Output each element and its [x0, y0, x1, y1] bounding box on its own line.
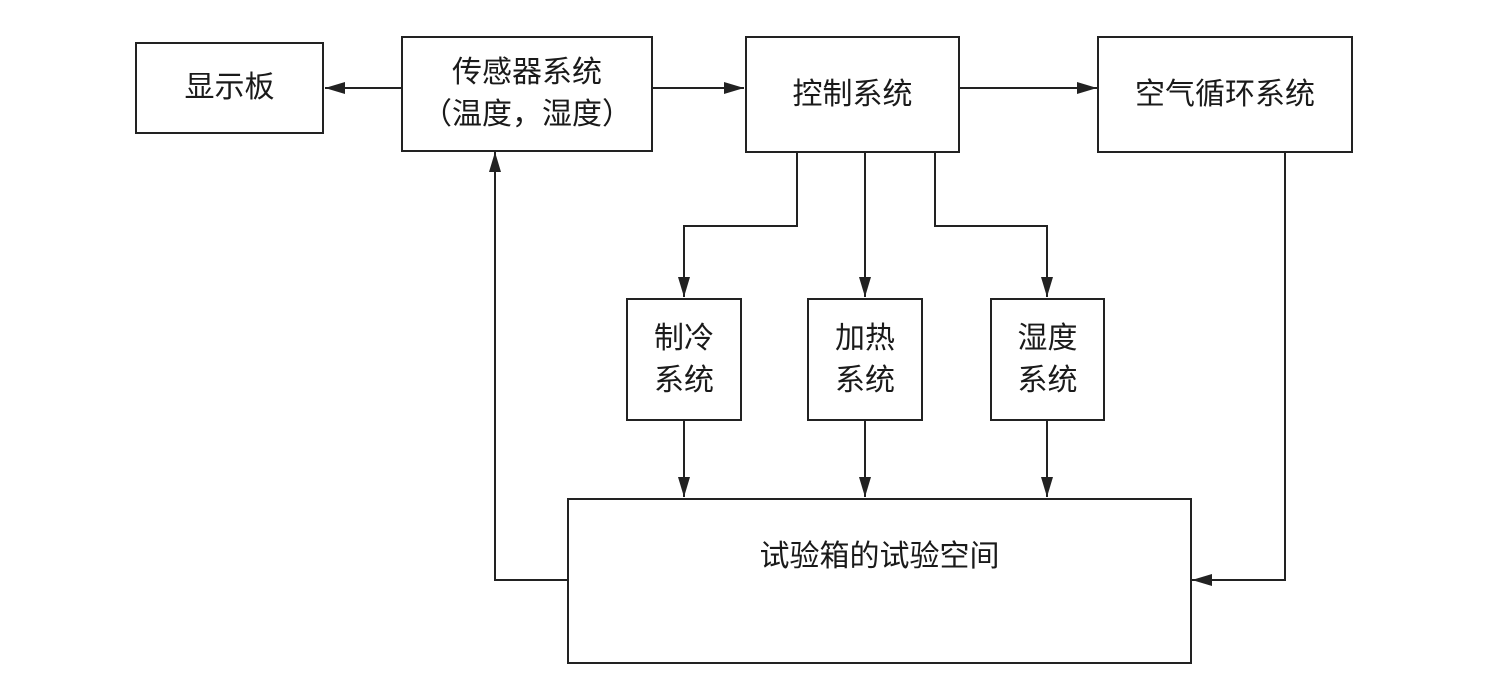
heating-system-label-1: 加热: [835, 320, 895, 356]
heating-system-label-2: 系统: [835, 362, 895, 398]
air-circulation-system-label: 空气循环系统: [1135, 76, 1315, 112]
humidity-system-label-1: 湿度: [1017, 320, 1078, 356]
refrigeration-system-box: 制冷 系统: [626, 298, 742, 421]
refrigeration-system-label-2: 系统: [654, 362, 714, 398]
humidity-system-box: 湿度 系统: [990, 298, 1105, 421]
display-board-label: 显示板: [184, 70, 275, 105]
arrow-control-to-refrigeration: [678, 153, 798, 297]
display-board-box: 显示板: [135, 42, 324, 134]
sensor-system-box: 传感器系统 （温度，湿度）: [401, 36, 653, 152]
sensor-system-sublabel: （温度，湿度）: [422, 97, 632, 132]
test-chamber-space-label: 试验箱的试验空间: [759, 539, 1000, 574]
arrow-chamber-to-sensor: [489, 152, 567, 581]
control-system-label: 控制系统: [792, 76, 913, 112]
arrow-control-to-humidity: [934, 153, 1053, 297]
sensor-system-label: 传感器系统: [452, 55, 602, 90]
humidity-system-label-2: 系统: [1017, 362, 1078, 398]
refrigeration-system-label-1: 制冷: [654, 320, 714, 356]
test-chamber-space-box: 试验箱的试验空间: [567, 498, 1192, 664]
control-system-box: 控制系统: [745, 36, 960, 153]
arrow-air-to-chamber: [1192, 153, 1286, 586]
air-circulation-system-box: 空气循环系统: [1097, 36, 1353, 153]
heating-system-box: 加热 系统: [807, 298, 923, 421]
